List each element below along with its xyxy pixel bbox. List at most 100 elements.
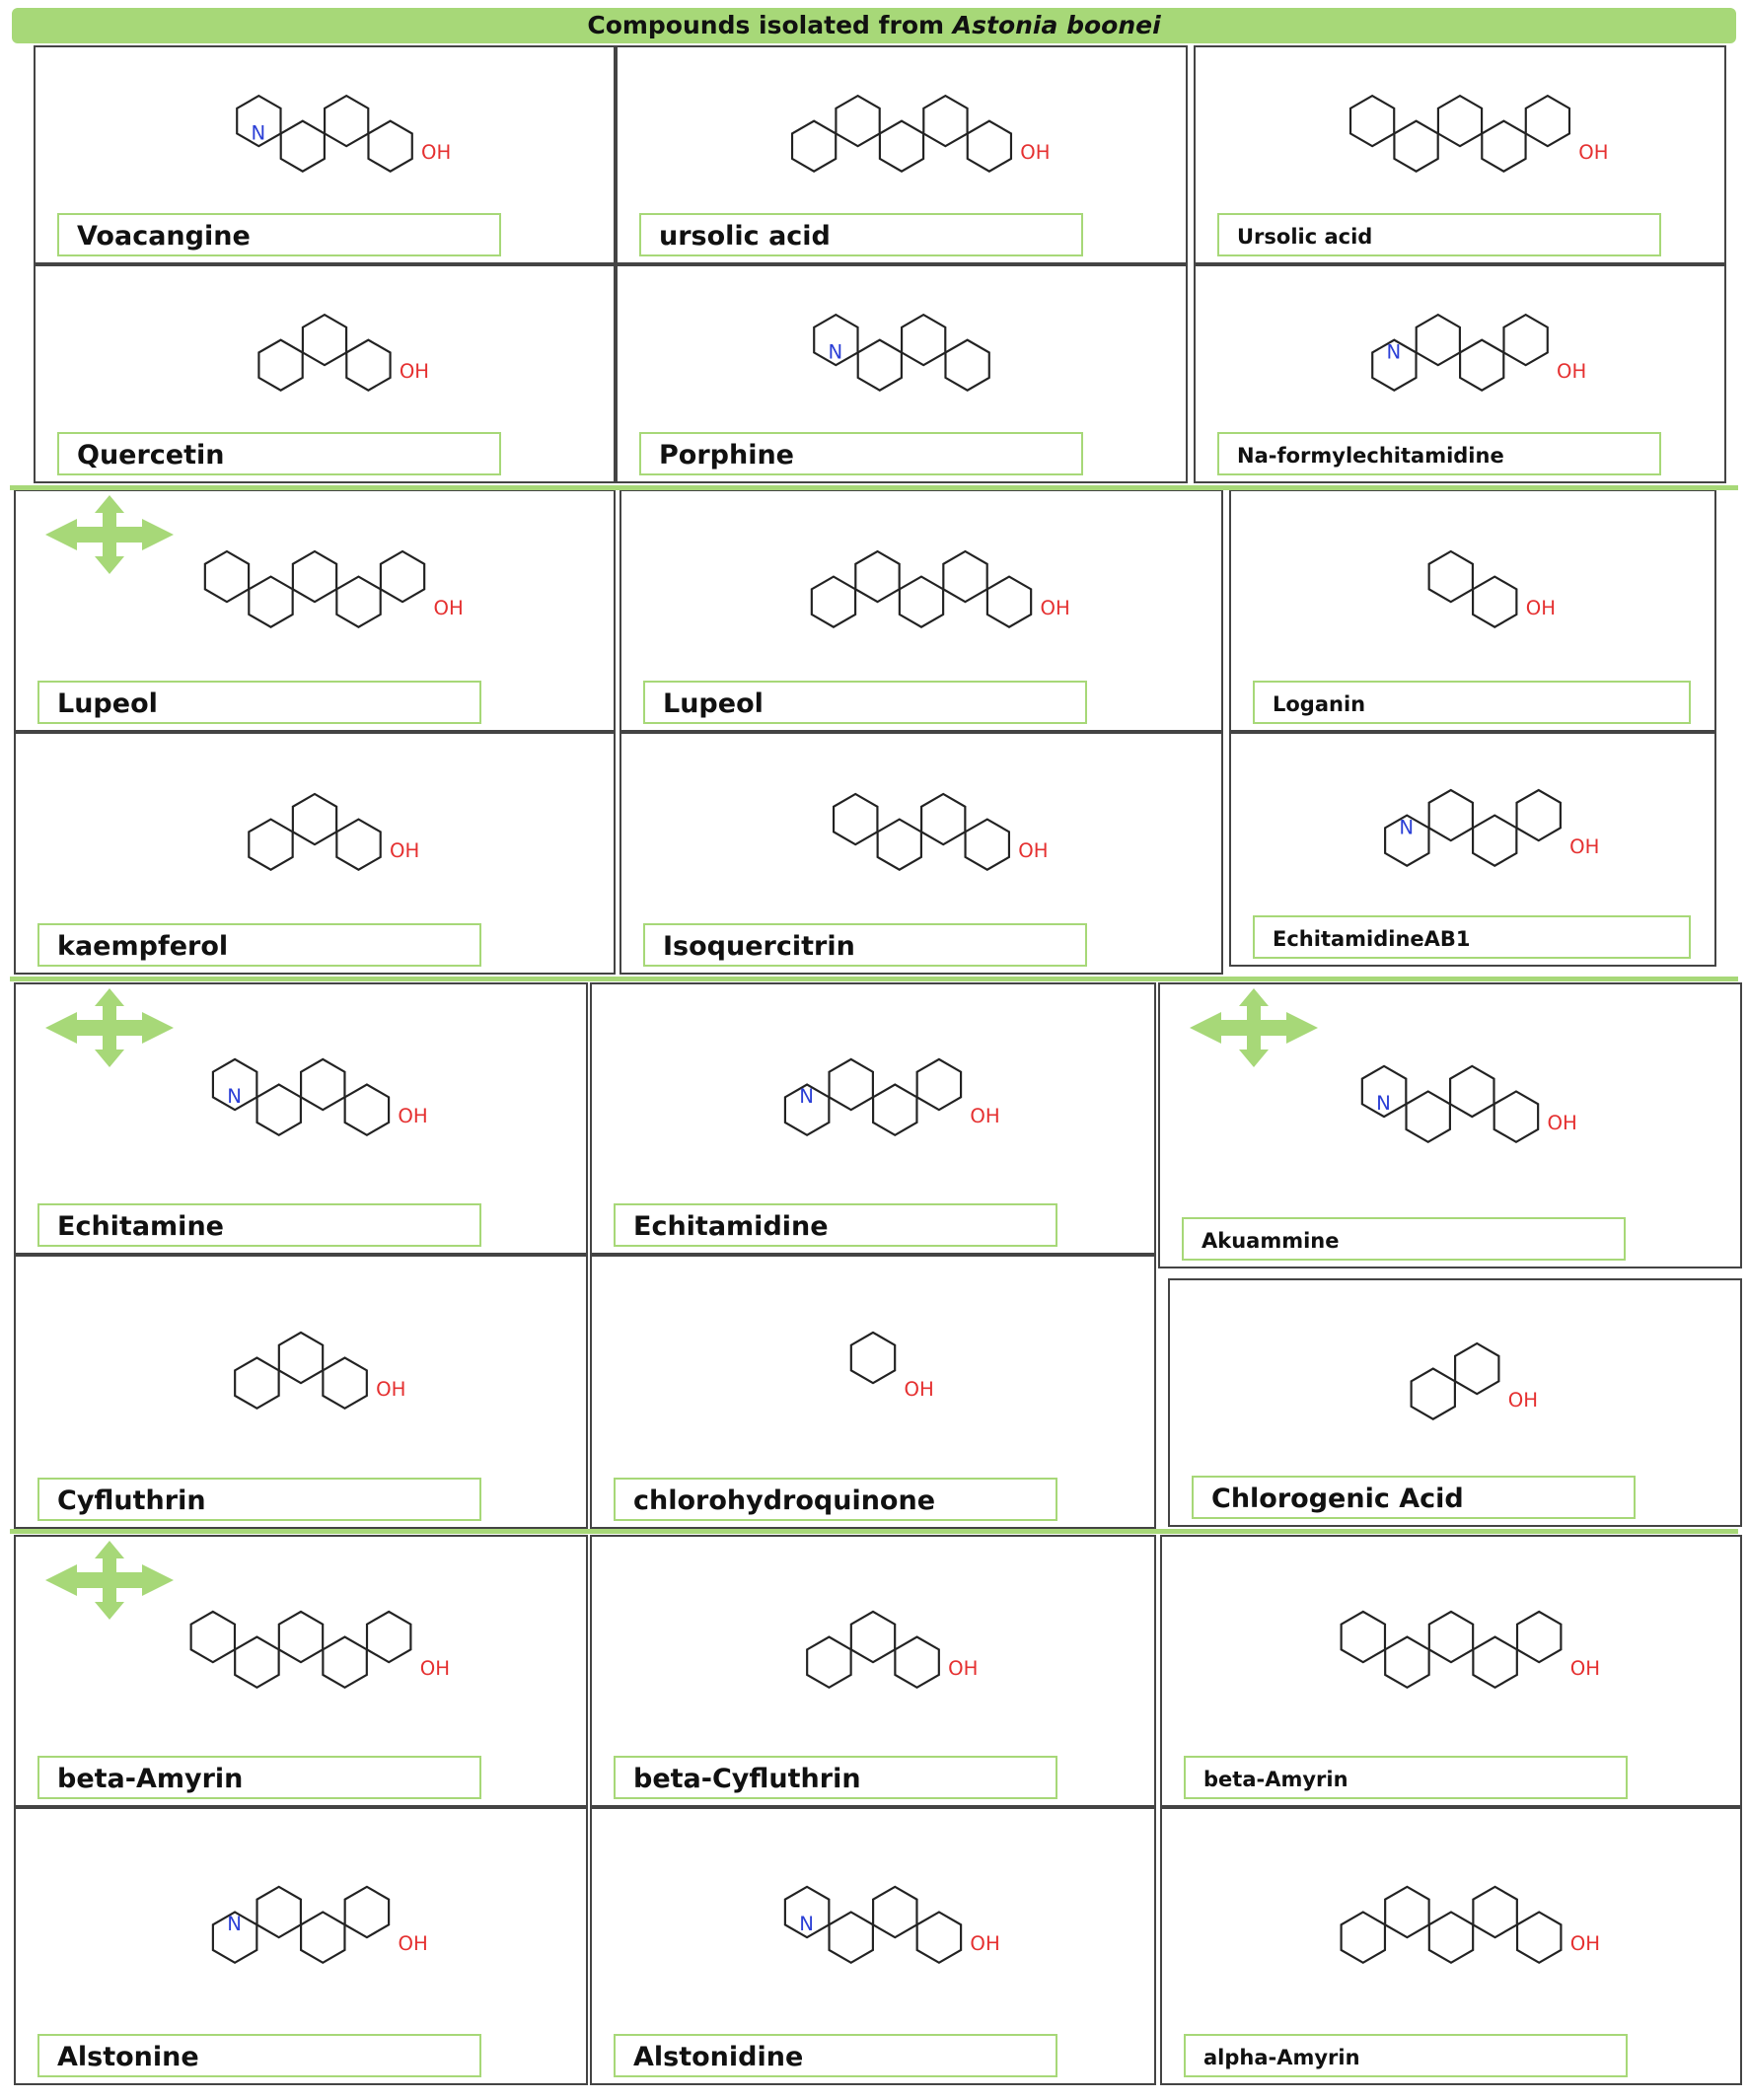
compound-cell: OH Cyfluthrin <box>14 1255 588 1529</box>
structure-skeleton <box>1427 549 1518 628</box>
structure-skeleton <box>783 1885 963 1965</box>
structure-drawing: OH <box>1340 1610 1600 1690</box>
structure-skeleton <box>211 1057 391 1137</box>
four-way-arrow-icon <box>45 1541 174 1620</box>
compound-name-label: beta-Amyrin <box>37 1756 481 1799</box>
hydroxyl-group: OH <box>398 1105 427 1127</box>
hydroxyl-group: OH <box>1569 835 1599 858</box>
structure-drawing: OH <box>234 1331 405 1411</box>
section-divider <box>10 977 1738 981</box>
structure-drawing: N OH <box>211 1885 428 1965</box>
hydroxyl-group: OH <box>948 1657 978 1680</box>
structure-skeleton <box>1410 1341 1500 1420</box>
structure-drawing: OH <box>849 1331 934 1401</box>
structure-drawing: N <box>813 313 990 392</box>
hydroxyl-group: OH <box>905 1378 934 1401</box>
structure-skeleton <box>1340 1885 1563 1965</box>
nitrogen-atom: N <box>1387 340 1402 363</box>
compound-cell: N OH Alstonine <box>14 1807 588 2085</box>
hydroxyl-group: OH <box>1570 1657 1600 1680</box>
compound-cell: OH beta-Amyrin <box>14 1535 588 1807</box>
compound-name-label: Lupeol <box>37 681 481 724</box>
structure-skeleton <box>1384 788 1562 867</box>
compound-name-label: ursolic acid <box>639 213 1083 256</box>
compound-cell: OH Ursolic acid <box>1194 45 1726 264</box>
nitrogen-atom: N <box>799 1913 814 1935</box>
structure-drawing: OH <box>1348 94 1608 173</box>
compound-name-label: Porphine <box>639 432 1083 475</box>
hydroxyl-group: OH <box>398 1932 427 1955</box>
structure-skeleton <box>806 1610 940 1690</box>
hydroxyl-group: OH <box>970 1105 999 1127</box>
compound-name-label: Voacangine <box>57 213 501 256</box>
structure-skeleton <box>849 1331 897 1385</box>
compound-name-label: Cyfluthrin <box>37 1478 481 1521</box>
hydroxyl-group: OH <box>400 360 429 383</box>
hydroxyl-group: OH <box>420 1657 450 1680</box>
structure-skeleton <box>236 94 413 173</box>
hydroxyl-group: OH <box>1508 1389 1538 1412</box>
structure-drawing: OH <box>806 1610 978 1690</box>
structure-skeleton <box>248 792 382 871</box>
compound-name-label: Lupeol <box>643 681 1087 724</box>
compound-name-label: Echitamine <box>37 1203 481 1247</box>
structure-drawing: OH <box>248 792 419 871</box>
hydroxyl-group: OH <box>1020 141 1050 164</box>
compound-cell: N OH Echitamidine <box>590 982 1156 1255</box>
section-divider <box>10 485 1738 490</box>
hydroxyl-group: OH <box>970 1932 999 1955</box>
compound-name-label: Echitamidine <box>614 1203 1057 1247</box>
compound-name-label: Loganin <box>1253 681 1691 724</box>
compound-cell: OH Quercetin <box>34 264 616 483</box>
structure-drawing: NOH <box>1371 313 1586 392</box>
nitrogen-atom: N <box>829 340 843 363</box>
structure-skeleton <box>790 94 1013 173</box>
compound-cell: OH ursolic acid <box>616 45 1188 264</box>
hydroxyl-group: OH <box>1040 597 1069 619</box>
structure-drawing: NOH <box>211 1057 428 1137</box>
hydroxyl-group: OH <box>376 1378 405 1401</box>
compound-name-label: Isoquercitrin <box>643 923 1087 967</box>
compound-name-label: Chlorogenic Acid <box>1192 1476 1636 1519</box>
compound-name-label: Alstonine <box>37 2034 481 2077</box>
compound-name-label: Ursolic acid <box>1217 213 1661 256</box>
compound-name-label: Quercetin <box>57 432 501 475</box>
structure-skeleton <box>783 1057 963 1137</box>
hydroxyl-group: OH <box>1578 141 1608 164</box>
section-divider <box>10 1529 1738 1534</box>
structure-skeleton <box>1371 313 1549 392</box>
compound-name-label: chlorohydroquinone <box>614 1478 1057 1521</box>
four-way-arrow-icon <box>1190 988 1318 1067</box>
structure-drawing: OH <box>810 549 1070 628</box>
structure-drawing: OH <box>790 94 1050 173</box>
compound-cell: OH Chlorogenic Acid <box>1168 1278 1742 1527</box>
structure-skeleton <box>810 549 1033 628</box>
structure-drawing: OH <box>189 1610 450 1690</box>
structure-drawing: OH <box>203 549 464 628</box>
hydroxyl-group: OH <box>1570 1932 1600 1955</box>
structure-drawing: OH <box>1340 1885 1600 1965</box>
structure-skeleton <box>1348 94 1571 173</box>
structure-drawing: OH <box>257 313 429 392</box>
structure-drawing: OH <box>1427 549 1556 628</box>
nitrogen-atom: N <box>227 1913 242 1935</box>
structure-drawing: N OH <box>783 1885 1000 1965</box>
structure-skeleton <box>211 1885 391 1965</box>
structure-skeleton <box>234 1331 368 1411</box>
hydroxyl-group: OH <box>1018 839 1048 862</box>
hydroxyl-group: OH <box>1547 1112 1576 1134</box>
structure-skeleton <box>813 313 990 392</box>
four-way-arrow-icon <box>45 988 174 1067</box>
nitrogen-atom: N <box>799 1085 814 1108</box>
structure-drawing: NOH <box>1360 1064 1577 1144</box>
structure-drawing: OH <box>1410 1341 1538 1420</box>
